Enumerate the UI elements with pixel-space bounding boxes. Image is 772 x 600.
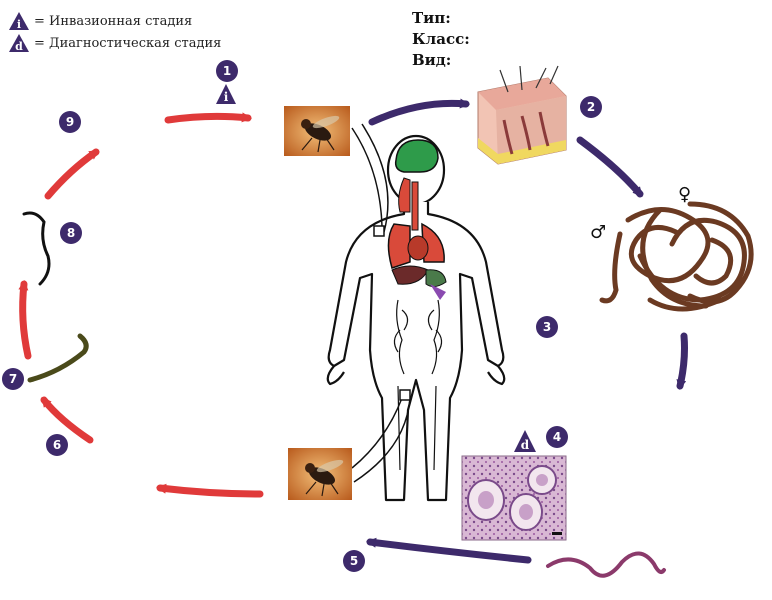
- legend-diagnostic-label: = Диагностическая стадия: [34, 35, 222, 51]
- vector-arrows: [18, 112, 264, 498]
- legend: i = Инвазионная стадия d = Диагностическ…: [8, 10, 221, 54]
- organs-icon: [387, 139, 447, 300]
- female-symbol: ♀: [678, 184, 691, 205]
- diagnostic-triangle-icon: d: [9, 34, 29, 53]
- step-badge-7: 7: [2, 368, 24, 390]
- fly-icon: [284, 106, 350, 156]
- microfilaria-icon: [546, 551, 666, 578]
- adult-worms-icon: [599, 201, 754, 312]
- taxonomy-block: Тип: Класс: Вид:: [412, 8, 470, 71]
- svg-text:i: i: [224, 90, 229, 104]
- larva-icon: [22, 211, 51, 286]
- male-symbol: ♂: [590, 222, 606, 243]
- host-arrows: [366, 98, 688, 564]
- step-badge-6: 6: [46, 434, 68, 456]
- diagnostic-stage-marker: d: [514, 430, 536, 452]
- step-badge-9: 9: [59, 111, 81, 133]
- step-badge-5: 5: [343, 550, 365, 572]
- histology-icon: [461, 455, 567, 541]
- leader-lines: [351, 123, 411, 483]
- step-badge-2: 2: [580, 96, 602, 118]
- svg-text:d: d: [15, 40, 23, 53]
- svg-text:i: i: [17, 18, 21, 31]
- species-label: Вид:: [412, 51, 452, 69]
- step-badge-3: 3: [536, 316, 558, 338]
- step-badge-8: 8: [60, 222, 82, 244]
- fly-icon: [288, 448, 352, 500]
- infective-stage-marker: i: [216, 84, 236, 104]
- step-badge-1: 1: [216, 60, 238, 82]
- lymphatics-icon: [393, 299, 443, 471]
- svg-text:d: d: [521, 438, 530, 452]
- step-badge-4: 4: [546, 426, 568, 448]
- larva-icon: [27, 333, 89, 383]
- legend-infective: i = Инвазионная стадия: [8, 10, 221, 32]
- skin-icon: [477, 65, 567, 165]
- type-label: Тип:: [412, 9, 451, 27]
- legend-diagnostic: d = Диагностическая стадия: [8, 32, 221, 54]
- class-label: Класс:: [412, 30, 470, 48]
- legend-infective-label: = Инвазионная стадия: [34, 13, 193, 29]
- infective-triangle-icon: i: [9, 12, 29, 31]
